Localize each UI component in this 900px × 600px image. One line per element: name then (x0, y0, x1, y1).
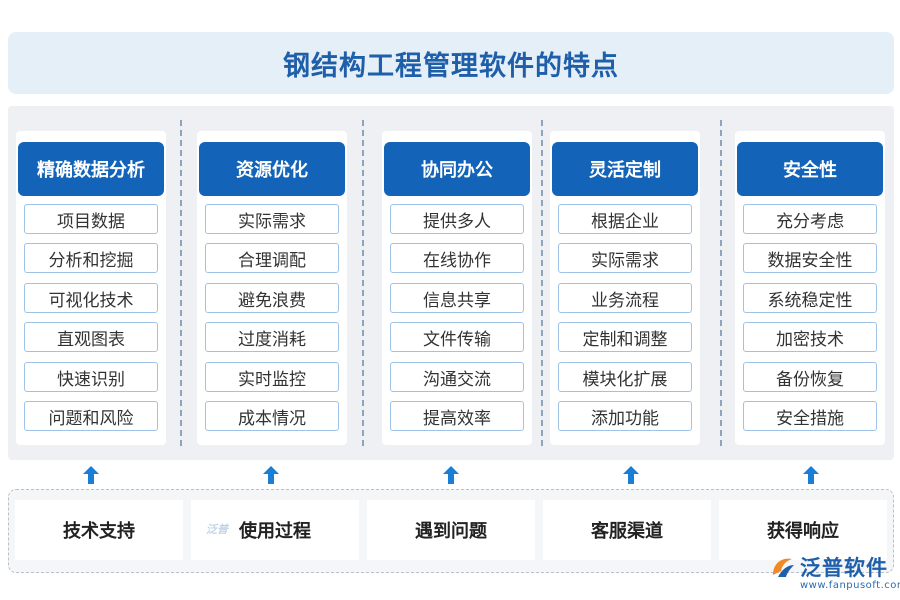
column-item: 项目数据 (24, 204, 158, 234)
title-banner: 钢结构工程管理软件的特点 (8, 32, 894, 94)
page-title: 钢结构工程管理软件的特点 (283, 50, 619, 82)
column-item: 添加功能 (558, 401, 692, 431)
flow-step: 客服渠道 (543, 500, 711, 560)
arrow-up-icon (443, 466, 459, 484)
feature-column-resource-optimization: 资源优化 实际需求 合理调配 避免浪费 过度消耗 实时监控 成本情况 (197, 131, 347, 445)
column-divider (541, 120, 543, 446)
arrow-up-icon (83, 466, 99, 484)
column-item: 问题和风险 (24, 401, 158, 431)
column-header: 灵活定制 (552, 142, 698, 196)
column-divider (180, 120, 182, 446)
column-item: 信息共享 (390, 283, 524, 313)
column-item: 提供多人 (390, 204, 524, 234)
fanpu-logo-icon (773, 558, 794, 577)
column-item: 提高效率 (390, 401, 524, 431)
flow-step: 使用过程 (191, 500, 359, 560)
column-item: 实际需求 (558, 243, 692, 273)
column-item: 分析和挖掘 (24, 243, 158, 273)
column-header: 安全性 (737, 142, 883, 196)
column-item: 定制和调整 (558, 322, 692, 352)
column-item: 备份恢复 (743, 362, 877, 392)
feature-column-security: 安全性 充分考虑 数据安全性 系统稳定性 加密技术 备份恢复 安全措施 (735, 131, 885, 445)
column-item: 系统稳定性 (743, 283, 877, 313)
feature-column-customization: 灵活定制 根据企业 实际需求 业务流程 定制和调整 模块化扩展 添加功能 (550, 131, 700, 445)
flow-step: 获得响应 (719, 500, 887, 560)
column-header: 精确数据分析 (18, 142, 164, 196)
column-item: 业务流程 (558, 283, 692, 313)
column-item: 沟通交流 (390, 362, 524, 392)
column-header: 资源优化 (199, 142, 345, 196)
flow-step: 遇到问题 (367, 500, 535, 560)
column-item: 快速识别 (24, 362, 158, 392)
column-item: 充分考虑 (743, 204, 877, 234)
column-item: 过度消耗 (205, 322, 339, 352)
column-item: 文件传输 (390, 322, 524, 352)
watermark-logo: 泛普 (206, 523, 228, 536)
arrow-up-icon (623, 466, 639, 484)
column-item: 在线协作 (390, 243, 524, 273)
column-item: 安全措施 (743, 401, 877, 431)
column-item: 加密技术 (743, 322, 877, 352)
column-item: 模块化扩展 (558, 362, 692, 392)
column-item: 根据企业 (558, 204, 692, 234)
column-divider (720, 120, 722, 446)
flow-step: 技术支持 (15, 500, 183, 560)
column-item: 合理调配 (205, 243, 339, 273)
column-divider (362, 120, 364, 446)
brand-logo: 泛普软件 (770, 552, 888, 582)
column-item: 可视化技术 (24, 283, 158, 313)
column-item: 避免浪费 (205, 283, 339, 313)
column-header: 协同办公 (384, 142, 530, 196)
brand-url: www.fanpusoft.com (800, 580, 900, 591)
column-item: 实时监控 (205, 362, 339, 392)
feature-column-collaboration: 协同办公 提供多人 在线协作 信息共享 文件传输 沟通交流 提高效率 (382, 131, 532, 445)
column-item: 实际需求 (205, 204, 339, 234)
brand-name: 泛普软件 (800, 556, 888, 580)
column-item: 成本情况 (205, 401, 339, 431)
column-item: 直观图表 (24, 322, 158, 352)
arrow-up-icon (803, 466, 819, 484)
feature-column-data-analysis: 精确数据分析 项目数据 分析和挖掘 可视化技术 直观图表 快速识别 问题和风险 (16, 131, 166, 445)
column-item: 数据安全性 (743, 243, 877, 273)
arrow-up-icon (263, 466, 279, 484)
